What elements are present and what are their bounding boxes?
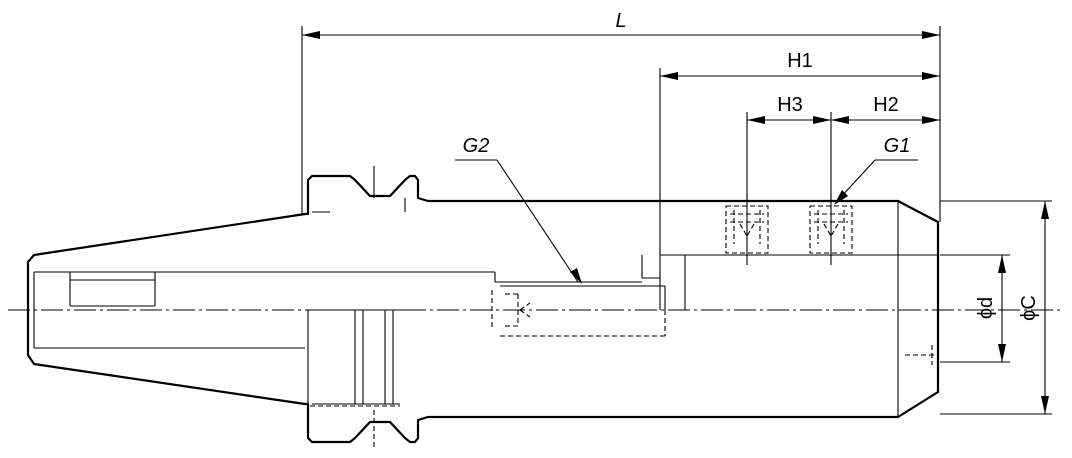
- internal-thread-g2: [491, 272, 666, 337]
- holder-body: [641, 199, 940, 419]
- dimension-H1: [659, 68, 940, 255]
- set-screw-left: [725, 195, 769, 265]
- dimension-H3: [746, 112, 832, 200]
- label-L: L: [615, 10, 626, 32]
- dimension-d: [940, 254, 1010, 363]
- label-G2: G2: [463, 135, 490, 157]
- label-C: ϕC: [1018, 295, 1040, 321]
- dimension-H2: [831, 116, 940, 124]
- taper-shank: [26, 212, 495, 406]
- flange-lower: [303, 309, 900, 448]
- label-H2: H2: [873, 94, 899, 116]
- leader-G2: [455, 159, 582, 284]
- leader-G1: [834, 159, 918, 205]
- label-H1: H1: [787, 50, 813, 72]
- label-H3: H3: [777, 94, 803, 116]
- set-screw-right: [809, 195, 853, 265]
- label-G1: G1: [884, 135, 911, 157]
- dimension-L: [301, 26, 941, 222]
- flange-upper: [303, 166, 900, 216]
- dimension-C: [940, 200, 1052, 415]
- label-d: ϕd: [975, 297, 997, 319]
